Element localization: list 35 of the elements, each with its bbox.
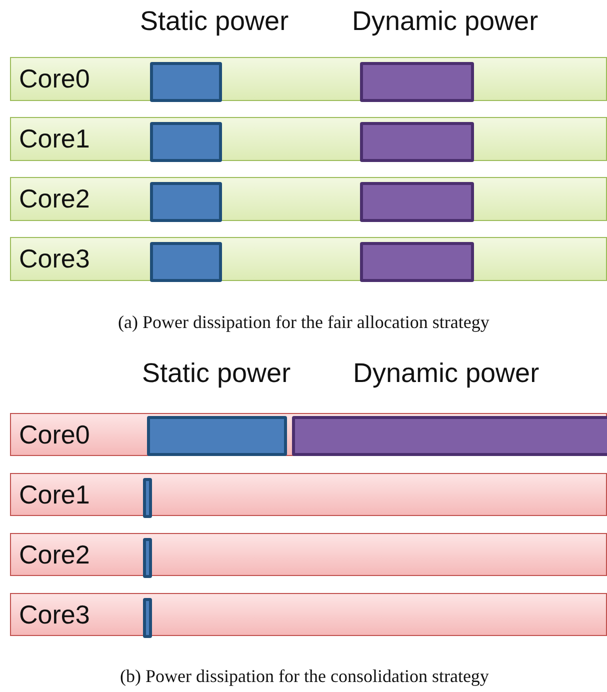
core-row [10,413,607,456]
static-power-bar [143,478,152,518]
static-power-bar [150,122,222,162]
dynamic-power-bar [360,62,474,102]
dynamic-power-bar [360,122,474,162]
static-power-bar [150,182,222,222]
core-row [10,57,607,101]
core-row [10,593,607,636]
core-row [10,177,607,221]
static-power-bar [143,598,152,638]
core-label: Core1 [19,124,90,154]
core-label: Core3 [19,599,90,630]
column-heading: Dynamic power [352,6,538,37]
core-row [10,533,607,576]
core-label: Core0 [19,64,90,94]
figure-caption: (a) Power dissipation for the fair allocation strategy [118,312,490,333]
column-heading: Static power [140,6,289,37]
core-row [10,237,607,281]
static-power-bar [150,242,222,282]
column-heading: Dynamic power [353,358,540,389]
core-label: Core2 [19,539,90,570]
dynamic-power-bar [360,242,474,282]
figure-caption: (b) Power dissipation for the consolidation strategy [120,666,489,687]
core-row [10,473,607,516]
dynamic-power-bar [360,182,474,222]
static-power-bar [147,416,287,456]
dynamic-power-bar [292,416,607,456]
core-label: Core0 [19,419,90,450]
core-label: Core2 [19,184,90,214]
core-row [10,117,607,161]
static-power-bar [143,538,152,578]
core-label: Core3 [19,244,90,274]
column-heading: Static power [142,358,291,389]
static-power-bar [150,62,222,102]
core-label: Core1 [19,479,90,510]
